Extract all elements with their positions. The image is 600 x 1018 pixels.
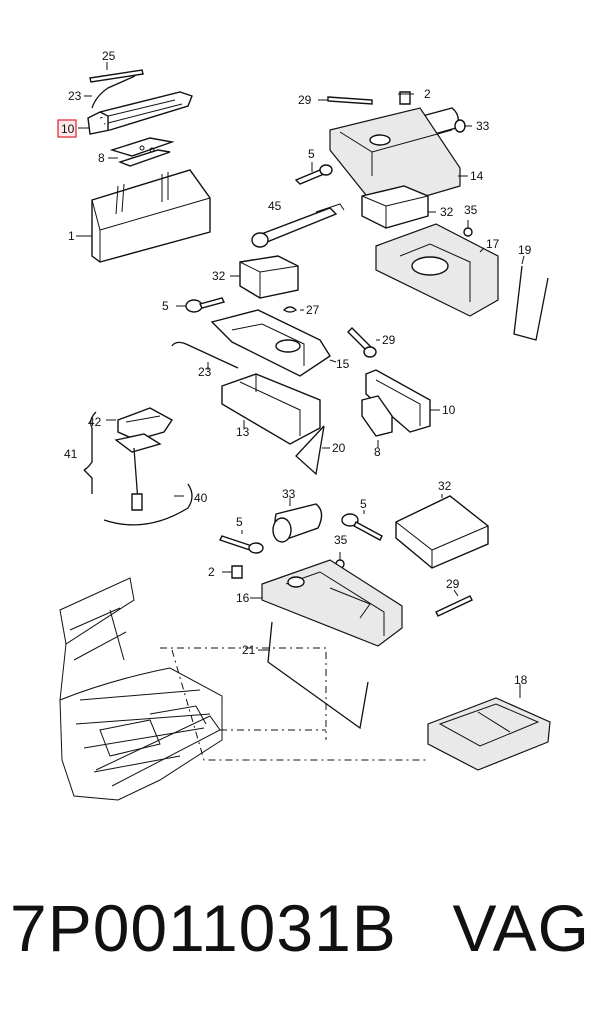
callout-10: 10	[442, 403, 456, 417]
jack-assembly-group	[83, 407, 193, 526]
part-number-caption: 7P0011031B VAG	[0, 890, 600, 980]
callout-45: 45	[268, 199, 282, 213]
callout-42: 42	[88, 415, 102, 429]
callout-18: 18	[514, 673, 528, 687]
reference-line	[171, 649, 428, 761]
callout-2: 2	[424, 87, 431, 101]
callout-35: 35	[334, 533, 348, 547]
callout-29: 29	[446, 577, 460, 591]
callout-41: 41	[64, 447, 78, 461]
callout-16: 16	[236, 591, 250, 605]
callout-15: 15	[336, 357, 350, 371]
tool-tray-group	[251, 91, 549, 341]
part-number: 7P0011031B	[10, 891, 397, 965]
callout-33: 33	[476, 119, 490, 133]
callout-21: 21	[242, 643, 256, 657]
callout-23: 23	[198, 365, 212, 379]
callout-32: 32	[212, 269, 226, 283]
vehicle-trunk-outline	[59, 577, 223, 801]
callout-labels: 25 23 10 8 1 29 2 33 5 14 45 32 35 17 19…	[57, 49, 532, 687]
callout-33: 33	[282, 487, 296, 501]
callout-10-highlighted: 10	[61, 122, 75, 136]
callout-27: 27	[306, 303, 320, 317]
callout-32: 32	[440, 205, 454, 219]
callout-25: 25	[102, 49, 116, 63]
callout-32: 32	[438, 479, 452, 493]
callout-14: 14	[470, 169, 484, 183]
jack-storage-case-group	[76, 62, 211, 263]
highlight-box	[57, 119, 77, 138]
callout-29: 29	[298, 93, 312, 107]
callout-5: 5	[162, 299, 169, 313]
callout-5: 5	[308, 147, 315, 161]
callout-35: 35	[464, 203, 478, 217]
callout-29: 29	[382, 333, 396, 347]
callout-2: 2	[208, 565, 215, 579]
callout-8: 8	[98, 151, 105, 165]
storage-tray-18	[427, 684, 551, 771]
callout-23: 23	[68, 89, 82, 103]
callout-13: 13	[236, 425, 250, 439]
brand-name: VAG	[452, 891, 590, 965]
callout-5: 5	[236, 515, 243, 529]
callout-20: 20	[332, 441, 346, 455]
callout-5: 5	[360, 497, 367, 511]
exploded-parts-diagram: 25 23 10 8 1 29 2 33 5 14 45 32 35 17 19…	[57, 49, 551, 801]
reference-line	[160, 647, 327, 740]
callout-1: 1	[68, 229, 75, 243]
callout-8: 8	[374, 445, 381, 459]
callout-17: 17	[486, 237, 500, 251]
callout-40: 40	[194, 491, 208, 505]
spare-wheel-tray-group	[171, 255, 440, 476]
callout-19: 19	[518, 243, 532, 257]
lower-tray-group	[219, 494, 489, 730]
